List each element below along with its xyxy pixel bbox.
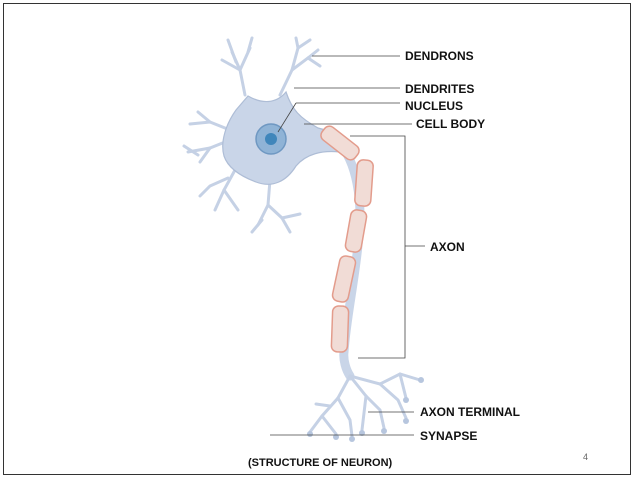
- leader-lines: [270, 55, 425, 436]
- dendrites: [182, 36, 322, 234]
- nucleolus: [265, 133, 277, 145]
- slide: [3, 3, 631, 475]
- label-axon: AXON: [430, 240, 465, 254]
- figure-caption: (STRUCTURE OF NEURON): [248, 457, 393, 469]
- label-synapse: SYNAPSE: [420, 429, 477, 443]
- axon-terminals: [308, 372, 422, 438]
- label-axon-terminal: AXON TERMINAL: [420, 405, 520, 419]
- label-dendrites: DENDRITES: [405, 82, 474, 96]
- label-cell-body: CELL BODY: [416, 117, 485, 131]
- synaptic-knobs: [307, 377, 424, 442]
- label-nucleus: NUCLEUS: [405, 99, 463, 113]
- myelin-sheath: [320, 125, 374, 353]
- page-number: 4: [583, 452, 588, 462]
- label-dendrons: DENDRONS: [405, 49, 474, 63]
